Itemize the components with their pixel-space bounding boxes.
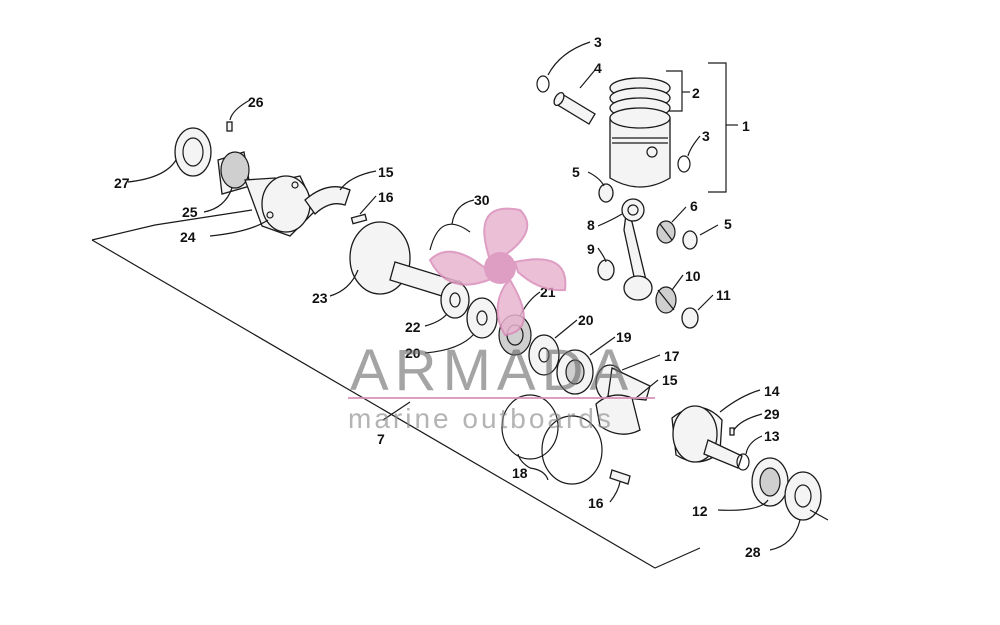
callout-23: 23 xyxy=(312,290,328,306)
callout-17: 17 xyxy=(664,348,680,364)
key xyxy=(226,121,233,132)
callout-9: 9 xyxy=(587,241,595,257)
callout-19: 19 xyxy=(616,329,632,345)
callout-20-upper: 20 xyxy=(578,312,594,328)
washer-20-left xyxy=(466,297,498,339)
callout-4: 4 xyxy=(594,60,602,76)
connecting-rod xyxy=(621,198,653,301)
watermark-logo: ARMADA marine outboards xyxy=(348,207,655,434)
thrust-washer-right xyxy=(682,230,698,250)
callout-3-right: 3 xyxy=(702,128,710,144)
piston xyxy=(609,107,671,188)
callout-26: 26 xyxy=(248,94,264,110)
callout-18: 18 xyxy=(512,465,528,481)
counterweight-left xyxy=(304,186,351,215)
callout-3-top: 3 xyxy=(594,34,602,50)
callout-1: 1 xyxy=(742,118,750,134)
washer-11 xyxy=(681,307,699,329)
bolt-bottom xyxy=(609,469,631,485)
bolt-left xyxy=(350,213,368,225)
key-29 xyxy=(729,427,735,436)
crankshaft-assembly-outline xyxy=(91,209,701,569)
thrust-washer-upper xyxy=(598,183,614,203)
callout-24: 24 xyxy=(180,229,196,245)
callout-10: 10 xyxy=(685,268,701,284)
callout-25: 25 xyxy=(182,204,198,220)
callout-16-upper: 16 xyxy=(378,189,394,205)
callout-6: 6 xyxy=(690,198,698,214)
callout-13: 13 xyxy=(764,428,780,444)
crank-half-right xyxy=(671,405,743,469)
callout-29: 29 xyxy=(764,406,780,422)
small-end-bearing xyxy=(656,220,676,244)
callout-12: 12 xyxy=(692,503,708,519)
piston-pin xyxy=(553,91,596,125)
snap-ring xyxy=(429,223,471,251)
seal-right xyxy=(784,471,829,521)
callout-5-left: 5 xyxy=(572,164,580,180)
callout-2: 2 xyxy=(692,85,700,101)
ring-18-left xyxy=(501,394,559,460)
callout-28: 28 xyxy=(745,544,761,560)
callout-15-upper: 15 xyxy=(378,164,394,180)
crankpin xyxy=(595,364,651,402)
watermark-brand: ARMADA xyxy=(350,338,634,403)
callout-30: 30 xyxy=(474,192,490,208)
washer-9 xyxy=(597,259,615,281)
seal-left xyxy=(174,127,212,177)
big-end-bearing xyxy=(655,286,677,314)
callout-22: 22 xyxy=(405,319,421,335)
bearing-left xyxy=(217,151,251,195)
callout-20-lower: 20 xyxy=(405,345,421,361)
callout-11: 11 xyxy=(716,287,731,303)
callout-27: 27 xyxy=(114,175,130,191)
ring-18-right xyxy=(541,415,603,485)
callout-8: 8 xyxy=(587,217,595,233)
watermark-tagline: marine outboards xyxy=(348,403,614,434)
bearing-right xyxy=(751,457,789,507)
callout-16-lower: 16 xyxy=(588,495,604,511)
callout-14: 14 xyxy=(764,383,780,399)
circlip-right xyxy=(677,155,691,173)
washer-20-right xyxy=(528,334,560,376)
circlip-top xyxy=(536,75,550,93)
piston-bracket xyxy=(666,62,738,193)
leader-lines xyxy=(127,41,801,551)
callout-7: 7 xyxy=(377,431,385,447)
propeller-icon xyxy=(428,207,567,337)
callout-labels: 1 2 3 3 4 5 5 6 7 8 9 10 11 12 13 14 15 … xyxy=(114,34,780,560)
circlip-13 xyxy=(736,453,750,471)
crank-half-left xyxy=(244,175,317,237)
washer-22 xyxy=(440,281,470,319)
main-bearing-19 xyxy=(556,349,594,395)
callout-15-lower: 15 xyxy=(662,372,678,388)
callout-5-right: 5 xyxy=(724,216,732,232)
